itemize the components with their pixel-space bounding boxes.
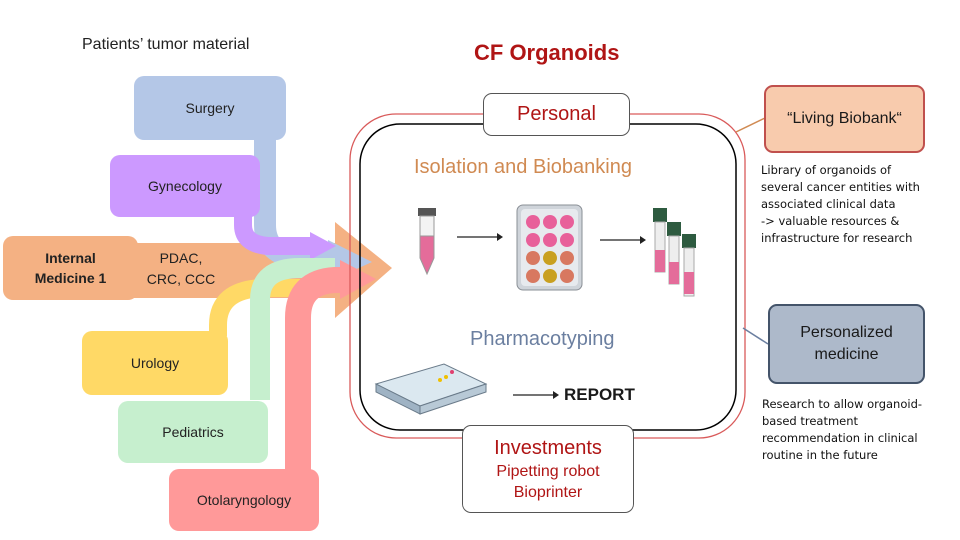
test-tube-icon (418, 208, 436, 276)
living-biobank-label: “Living Biobank“ (787, 110, 902, 127)
personalized-desc-line: based treatment (762, 414, 859, 428)
source-pediatrics: Pediatrics (118, 401, 268, 463)
source-gynecology-label: Gynecology (148, 178, 222, 194)
source-urology-label: Urology (130, 355, 180, 371)
source-internal-medicine: Internal Medicine 1 (3, 236, 138, 300)
internal-medicine-line1: Internal (45, 250, 96, 266)
well (526, 269, 540, 283)
source-urology: Urology (82, 331, 228, 395)
investments-line2: Bioprinter (513, 484, 583, 501)
biobank-connector (735, 117, 766, 133)
well (560, 233, 574, 247)
screening-plate-icon (374, 363, 488, 415)
cryo-tubes-icon (653, 208, 696, 297)
report-arrow-head (553, 391, 559, 399)
well (526, 233, 540, 247)
isolation-biobanking-label: Isolation and Biobanking (414, 156, 632, 178)
living-biobank-box: “Living Biobank“ (764, 85, 925, 153)
biobank-desc-line: Library of organoids of (761, 163, 892, 177)
flow-arrow-2-head (640, 236, 646, 244)
well (526, 251, 540, 265)
tumor-material-title: Patients’ tumor material (82, 36, 250, 53)
personalized-desc-line: Research to allow organoid- (762, 397, 923, 411)
personalized-line1: Personalized (800, 324, 893, 341)
pharmacotyping-label: Pharmacotyping (470, 328, 615, 350)
source-surgery-label: Surgery (185, 100, 235, 116)
biobank-desc-line: several cancer entities with (761, 180, 920, 194)
internal-medicine-line2: Medicine 1 (34, 270, 107, 286)
well (560, 269, 574, 283)
otolaryngology-flow-band (285, 267, 345, 470)
report-label: REPORT (564, 385, 635, 404)
personalized-medicine-description: Research to allow organoid- based treatm… (762, 396, 922, 464)
living-biobank-description: Library of organoids of several cancer e… (761, 162, 920, 247)
personal-label: Personal (517, 103, 596, 125)
source-pediatrics-label: Pediatrics (162, 424, 224, 440)
biobank-desc-line: -> valuable resources & (761, 214, 900, 228)
biobank-desc-line: associated clinical data (761, 197, 896, 211)
well (543, 233, 557, 247)
pediatrics-flow-band (250, 258, 335, 400)
cf-organoids-title: CF Organoids (474, 40, 620, 65)
personalized-connector (742, 327, 769, 345)
well (560, 215, 574, 229)
investments-title: Investments (494, 437, 602, 459)
personalized-desc-line: recommendation in clinical (762, 431, 918, 445)
personalized-medicine-box: Personalized medicine (768, 304, 925, 384)
source-surgery: Surgery (134, 76, 286, 140)
investments-box: Investments Pipetting robot Bioprinter (462, 425, 634, 513)
well-plate-wells (526, 215, 574, 283)
internal-medicine-detail-line1: PDAC, (159, 250, 203, 266)
internal-medicine-detail: PDAC, CRC, CCC (146, 248, 216, 290)
well (526, 215, 540, 229)
flow-arrow-1-head (497, 233, 503, 241)
gynecology-flow-arrowhead (310, 232, 336, 260)
well (543, 251, 557, 265)
internal-medicine-detail-line2: CRC, CCC (146, 271, 216, 287)
investments-line1: Pipetting robot (496, 463, 600, 480)
personalized-line2: medicine (814, 346, 879, 363)
personalized-desc-line: routine in the future (762, 448, 878, 462)
source-otolaryngology: Otolaryngology (169, 469, 319, 531)
gynecology-flow-band (234, 205, 312, 255)
well (560, 251, 574, 265)
well (543, 269, 557, 283)
source-gynecology: Gynecology (110, 155, 260, 217)
otolaryngology-flow-arrowhead (340, 260, 376, 299)
well (543, 215, 557, 229)
personal-box: Personal (483, 93, 630, 136)
biobank-desc-line: infrastructure for research (761, 231, 913, 245)
source-otolaryngology-label: Otolaryngology (196, 492, 292, 508)
